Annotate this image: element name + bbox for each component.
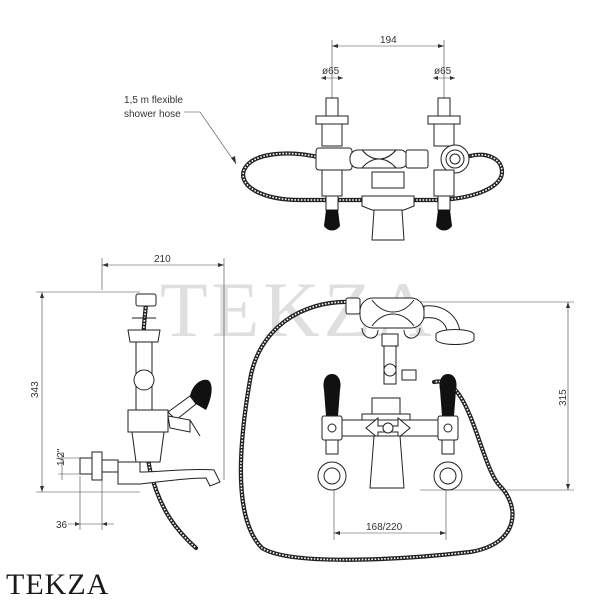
dim-label-dia-right: ø65	[434, 66, 452, 77]
dim-label-210: 210	[154, 254, 171, 265]
dim-label-thread: 1/2"	[56, 448, 67, 466]
dim-label-spacing: 168/220	[366, 522, 403, 533]
dim-label-343: 343	[30, 381, 41, 398]
front-view: 315 168/220	[238, 297, 574, 562]
hose-note: 1,5 m flexible shower hose	[124, 95, 237, 165]
hose-note-line1: 1,5 m flexible	[124, 95, 183, 106]
brand-logo: TEKZA	[6, 568, 109, 600]
dim-label-36: 36	[56, 520, 68, 531]
side-view: 210 343 1/2" 36	[30, 254, 225, 551]
hose-note-line2: shower hose	[124, 109, 181, 120]
top-view: 194 ø65 ø65	[241, 35, 505, 241]
dim-label-315: 315	[558, 389, 569, 406]
hose-leader-line	[184, 111, 237, 165]
dim-label-dia-left: ø65	[322, 66, 340, 77]
dim-label-194: 194	[380, 35, 397, 46]
